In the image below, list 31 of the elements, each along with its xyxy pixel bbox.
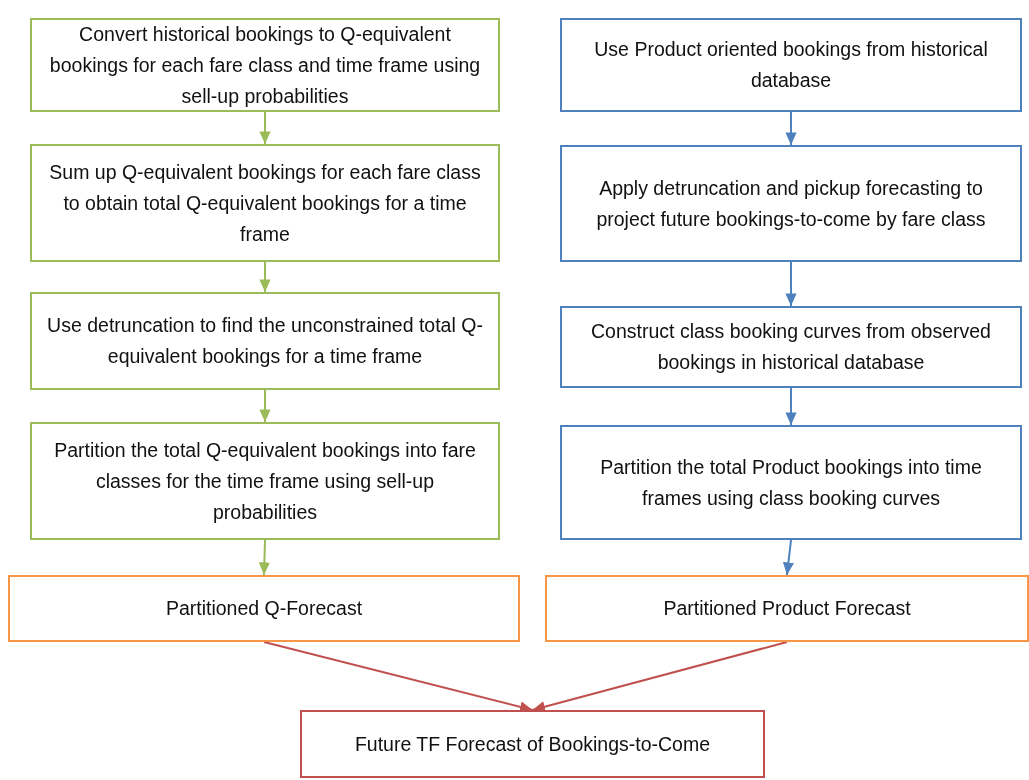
process-box [560, 18, 1022, 112]
box-text: Use detruncation to find the unconstrained total Q-equivalent bookings for a time frame [46, 313, 484, 369]
process-box [560, 145, 1022, 262]
process-box [545, 575, 1029, 642]
process-box [30, 422, 500, 540]
box-text: Convert historical bookings to Q-equivalent bookings for each fare class and time frame using sell-up probabilities [48, 21, 482, 109]
arrow [785, 387, 797, 426]
box-text: Partition the total Q-equivalent bookings into fare classes for the time frame using sell-up probabilities [53, 437, 477, 525]
arrow [258, 539, 270, 576]
process-box [560, 425, 1022, 540]
box-text: Apply detruncation and pickup forecasting to project future bookings-to-come by fare class [595, 175, 987, 232]
process-box [30, 292, 500, 390]
box-text: Partitioned Product Forecast [663, 596, 911, 621]
arrow [259, 389, 271, 423]
arrow [259, 261, 271, 293]
box-text: Partition the total Product bookings into time frames using class booking curves [599, 454, 983, 511]
box-text: Future TF Forecast of Bookings-to-Come [354, 731, 711, 757]
arrow [785, 111, 797, 146]
box-text: Sum up Q-equivalent bookings for each fare class to obtain total Q-equivalent bookings for a time frame [48, 159, 482, 247]
arrow [782, 539, 794, 576]
arrow [531, 641, 788, 713]
box-text: Partitioned Q-Forecast [165, 596, 363, 621]
process-box [30, 144, 500, 262]
arrow [259, 111, 271, 145]
process-box [560, 306, 1022, 388]
process-box [8, 575, 520, 642]
arrow [263, 641, 534, 713]
box-text: Construct class booking curves from observed bookings in historical database [590, 319, 992, 375]
box-text: Use Product oriented bookings from historical database [593, 37, 989, 93]
arrow [785, 261, 797, 307]
process-box [300, 710, 765, 778]
